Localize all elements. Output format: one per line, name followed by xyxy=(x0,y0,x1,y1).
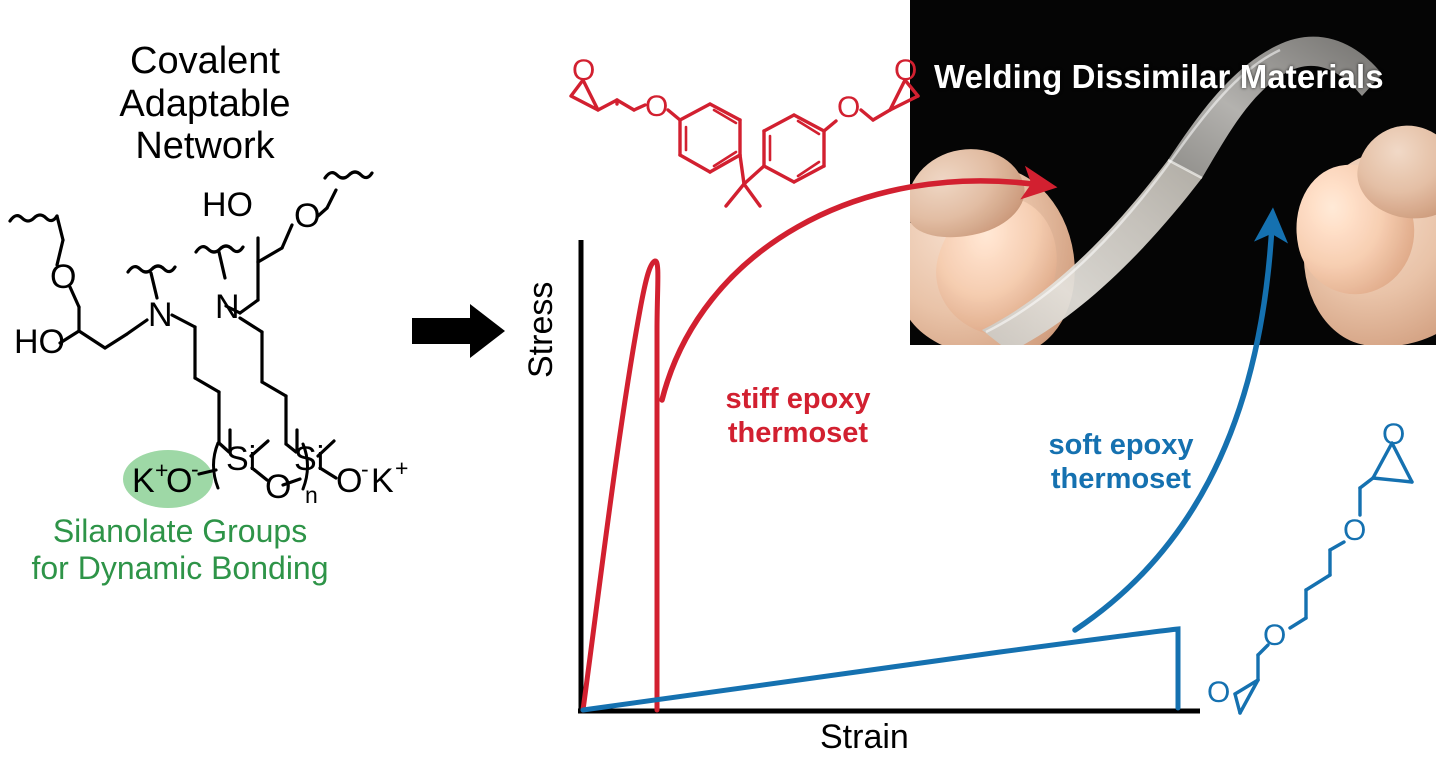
silanolate-oxygen-left-label: O xyxy=(166,462,192,500)
black-right-arrow xyxy=(412,304,505,358)
bddge-atom-labels: O O O O xyxy=(1207,418,1405,709)
dgeba-ether-oxygen-right: O xyxy=(837,91,860,124)
silanolate-oxygen-right-label: O xyxy=(336,462,362,500)
silicon-left-label: Si xyxy=(226,440,256,478)
dgeba-ether-oxygen-left: O xyxy=(645,90,668,123)
amine-right-label: N xyxy=(215,288,240,326)
silanolate-oxygen-right-charge: - xyxy=(361,456,369,482)
repeat-subscript-label: n xyxy=(305,482,318,508)
hydroxyl-left-label: HO xyxy=(14,323,65,361)
bddge-ether-oxygen-bottom: O xyxy=(1263,619,1286,652)
covalent-adaptable-network-title: Covalent Adaptable Network xyxy=(119,40,291,168)
potassium-left-charge: + xyxy=(155,457,168,483)
ether-oxygen-left-label: O xyxy=(50,258,76,296)
potassium-right-label: K xyxy=(371,462,394,500)
bddge-molecule xyxy=(1233,441,1414,715)
bddge-epoxide-oxygen-top: O xyxy=(1382,418,1405,451)
silanolate-oxygen-left-charge: - xyxy=(191,456,199,482)
photo-title: Welding Dissimilar Materials xyxy=(934,58,1384,95)
soft-epoxy-thermoset-annotation: soft epoxy thermoset xyxy=(1048,429,1194,496)
stiff-epoxy-curve xyxy=(580,258,661,713)
network-atom-labels: O HO N O HO N xyxy=(14,186,320,361)
soft-epoxy-curve xyxy=(580,626,1181,713)
bridging-oxygen-label: O xyxy=(265,468,291,506)
bddge-ether-oxygen-top: O xyxy=(1343,514,1366,547)
potassium-right-charge: + xyxy=(395,455,408,481)
hydroxyl-right-label: HO xyxy=(202,186,253,224)
stiff-epoxy-thermoset-annotation: stiff epoxy thermoset xyxy=(725,383,871,450)
potassium-left-label: K xyxy=(132,462,155,500)
bddge-epoxide-oxygen-bottom: O xyxy=(1207,676,1230,709)
dgeba-molecule xyxy=(569,78,920,208)
siloxane-repeat-unit xyxy=(123,428,338,508)
ether-oxygen-right-label: O xyxy=(294,197,320,235)
silanolate-groups-caption: Silanolate Groups for Dynamic Bonding xyxy=(31,513,329,587)
stress-axis-label: Stress xyxy=(522,281,560,378)
strain-axis-label: Strain xyxy=(820,718,909,756)
welded-polymer-strip xyxy=(982,36,1382,345)
amine-left-label: N xyxy=(148,296,173,334)
covalent-adaptable-network-structure xyxy=(8,170,374,454)
welding-photo-panel: Welding Dissimilar Materials xyxy=(910,0,1436,345)
dgeba-epoxide-oxygen-left: O xyxy=(572,54,595,87)
siloxane-atom-labels: K + O - Si O n Si O - K + xyxy=(132,440,408,508)
silicon-right-label: Si xyxy=(294,440,324,478)
dgeba-atom-labels: O O O O xyxy=(572,54,917,124)
